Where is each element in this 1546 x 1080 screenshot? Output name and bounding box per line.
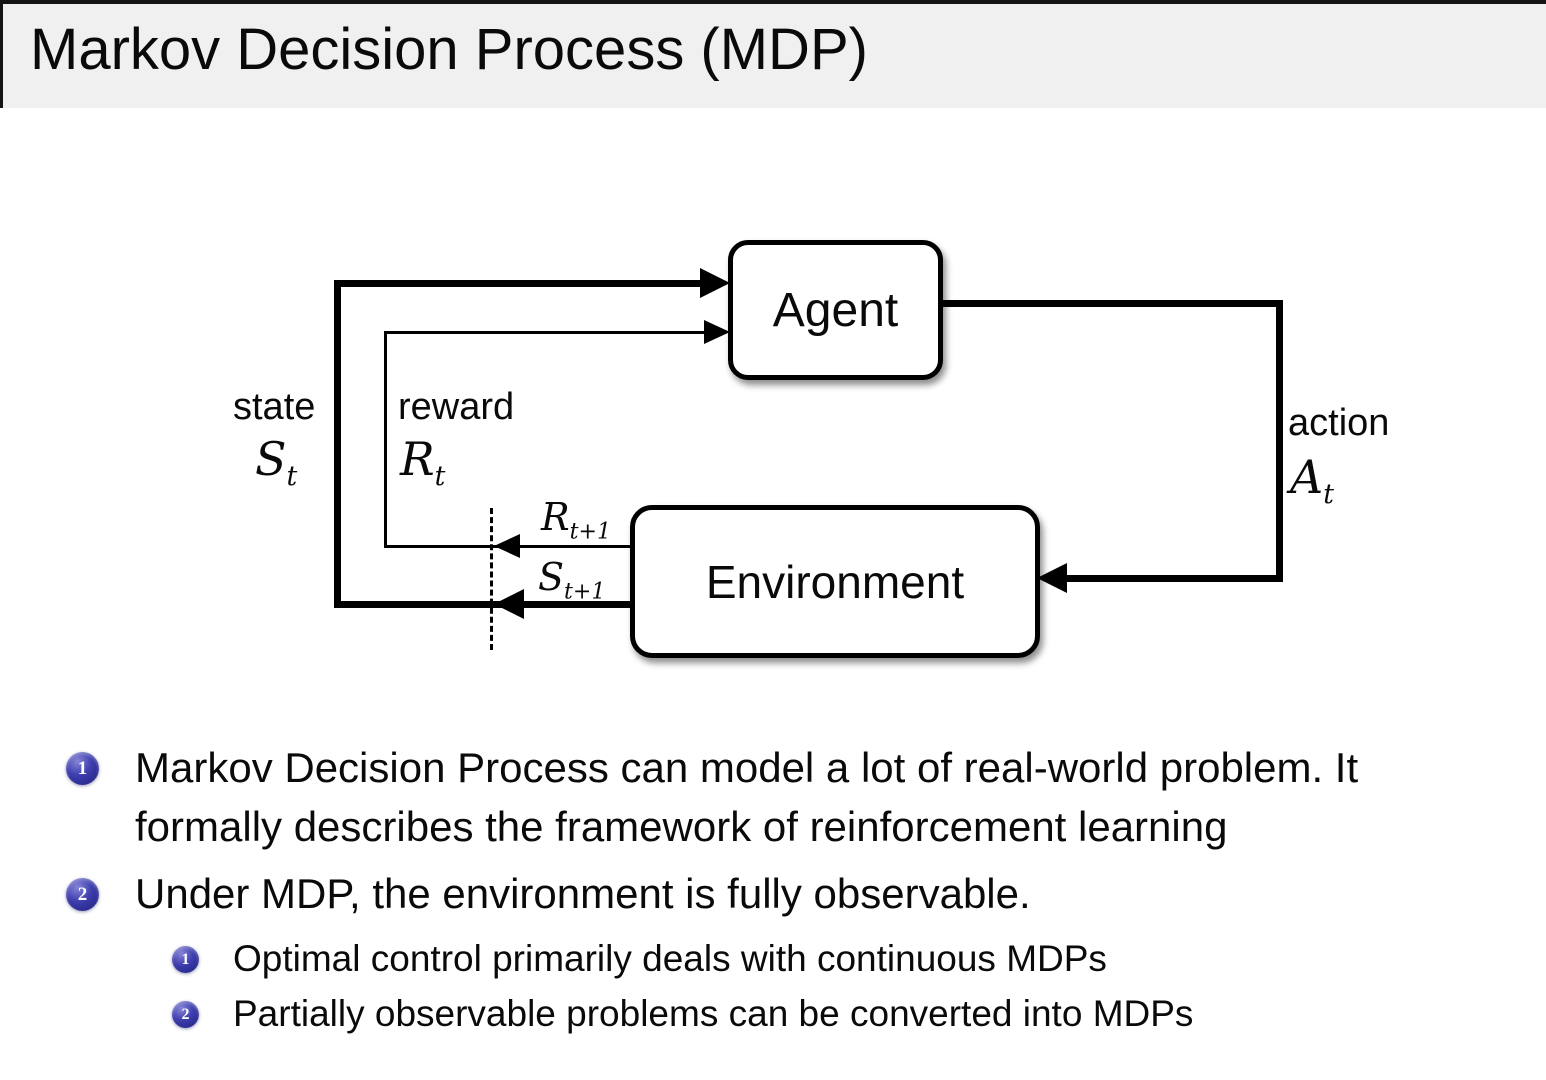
bullet-1-line-1: Markov Decision Process can model a lot … bbox=[135, 744, 1359, 791]
enumerate-ball-2-2: 2 bbox=[172, 1001, 199, 1028]
enumerate-ball-2: 2 bbox=[66, 878, 99, 911]
state-loop-vertical-line bbox=[334, 280, 341, 608]
reward-to-agent-line bbox=[384, 331, 706, 334]
state-symbol: St bbox=[255, 432, 298, 493]
reward-to-agent-arrowhead-icon bbox=[704, 320, 730, 344]
state-to-agent-arrowhead-icon bbox=[700, 268, 730, 298]
state-label: state bbox=[233, 386, 316, 428]
action-arrowhead-icon bbox=[1037, 563, 1067, 593]
title-band bbox=[0, 4, 1546, 108]
action-label: action bbox=[1288, 402, 1390, 444]
environment-label: Environment bbox=[705, 555, 965, 608]
next-state-symbol: St+1 bbox=[538, 555, 606, 605]
reward-label: reward bbox=[398, 386, 515, 428]
reward-symbol: Rt bbox=[400, 432, 446, 493]
agent-action-out-line bbox=[935, 300, 1283, 307]
environment-box: Environment bbox=[630, 505, 1040, 658]
sub-bullet-1-line: Optimal control primarily deals with con… bbox=[233, 938, 1107, 979]
action-loop-vertical-line bbox=[1276, 300, 1283, 582]
enumerate-ball-1: 1 bbox=[66, 752, 99, 785]
bullet-2-line-1: Under MDP, the environment is fully obse… bbox=[135, 870, 1031, 917]
environment-state-out-line bbox=[334, 601, 634, 608]
window-top-edge bbox=[0, 0, 1546, 4]
next-state-arrowhead-icon bbox=[494, 589, 524, 619]
next-reward-arrowhead-icon bbox=[494, 534, 520, 558]
action-to-environment-line bbox=[1065, 575, 1283, 582]
window-left-edge bbox=[0, 0, 3, 108]
bullet-1-line-2: formally describes the framework of rein… bbox=[135, 803, 1228, 850]
agent-box: Agent bbox=[728, 240, 943, 380]
action-symbol: At bbox=[1290, 450, 1334, 511]
enumerate-ball-2-1: 1 bbox=[172, 946, 199, 973]
reward-loop-vertical-line bbox=[384, 331, 387, 548]
time-boundary-dashed-line bbox=[490, 508, 493, 650]
state-to-agent-line bbox=[334, 280, 706, 287]
sub-bullet-2-line: Partially observable problems can be con… bbox=[233, 993, 1194, 1034]
next-reward-symbol: Rt+1 bbox=[541, 495, 611, 545]
page-title: Markov Decision Process (MDP) bbox=[30, 17, 868, 82]
agent-label: Agent bbox=[772, 283, 899, 337]
